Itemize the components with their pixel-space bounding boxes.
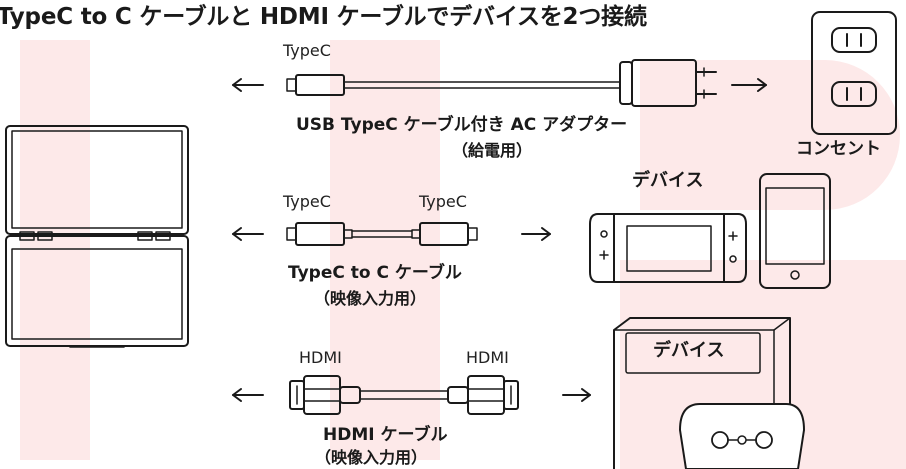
- row3-cable-sub: （映像入力用）: [315, 448, 428, 467]
- row2-cable-caption: TypeC to C ケーブル: [288, 263, 462, 283]
- outlet-caption: コンセント: [796, 139, 881, 159]
- smartphone-illustration: [759, 173, 831, 289]
- hdmi-cable-illustration: [289, 375, 519, 415]
- row1-cable-sub: （給電用）: [452, 141, 533, 160]
- row2-device-caption: デバイス: [632, 170, 704, 191]
- arrow-right-row3: [562, 388, 591, 402]
- row2-cable-sub: （映像入力用）: [314, 289, 427, 308]
- row1-connector-label: TypeC: [283, 41, 331, 60]
- row3-right-connector-label: HDMI: [466, 348, 509, 367]
- console-box-illustration: [613, 317, 791, 469]
- arrow-left-row3: [232, 388, 264, 402]
- dual-monitor-illustration: [5, 125, 189, 348]
- row2-right-connector-label: TypeC: [419, 192, 467, 211]
- arrow-left-row1: [232, 78, 264, 92]
- wall-outlet-illustration: [811, 11, 897, 135]
- ac-adapter-cable-illustration: [286, 59, 717, 107]
- arrow-left-row2: [232, 227, 264, 241]
- row3-left-connector-label: HDMI: [299, 348, 342, 367]
- row2-left-connector-label: TypeC: [283, 192, 331, 211]
- gamepad-illustration: [679, 403, 805, 469]
- row3-cable-caption: HDMI ケーブル: [323, 425, 448, 445]
- watermark-block-center: [330, 40, 440, 460]
- watermark-block-left: [20, 40, 90, 460]
- typec-cable-illustration: [286, 222, 478, 246]
- row1-cable-caption: USB TypeC ケーブル付き AC アダプター: [296, 115, 628, 135]
- row3-device-caption: デバイス: [653, 340, 725, 361]
- arrow-right-row1: [731, 78, 767, 92]
- page-title: TypeC to C ケーブルと HDMI ケーブルでデバイスを2つ接続: [0, 4, 647, 30]
- arrow-right-row2: [521, 227, 551, 241]
- handheld-console-illustration: [589, 213, 747, 283]
